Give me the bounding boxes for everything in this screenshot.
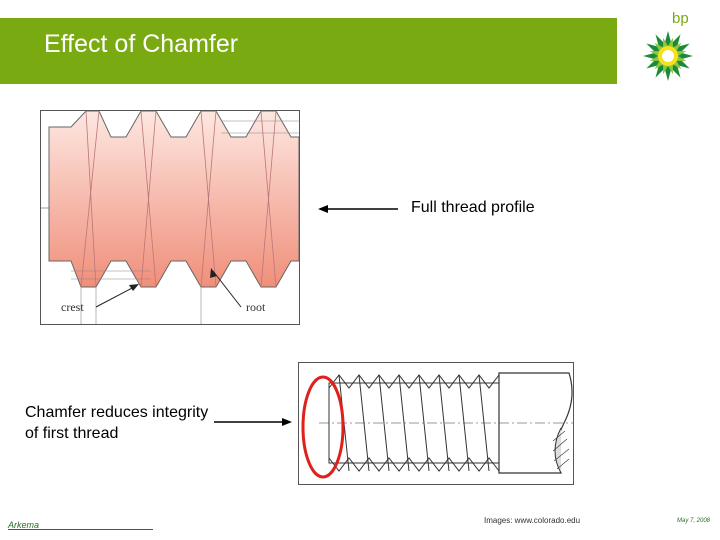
chamfer-label: Chamfer reduces integrity of first threa… bbox=[25, 404, 209, 442]
footer-date: May 7, 2008 bbox=[677, 518, 711, 524]
chamfer-highlight bbox=[301, 375, 345, 479]
thread-profile-figure: crest root bbox=[40, 110, 300, 325]
arrow-right-icon bbox=[214, 418, 292, 426]
footer-image-credit: Images: www.colorado.edu bbox=[484, 516, 581, 525]
footer-company: Arkema bbox=[8, 520, 40, 530]
chamfered-bolt-drawing bbox=[301, 372, 573, 479]
bp-logo-icon bbox=[643, 31, 693, 81]
title-bar bbox=[0, 18, 617, 84]
chamfered-bolt-figure bbox=[298, 362, 574, 485]
thread-profile-drawing: crest root bbox=[41, 110, 300, 324]
crest-label: crest bbox=[61, 300, 84, 314]
slide-title: Effect of Chamfer bbox=[44, 30, 239, 58]
arrow-left-icon bbox=[318, 205, 398, 213]
root-label: root bbox=[246, 300, 266, 314]
bp-wordmark: bp bbox=[672, 10, 689, 27]
footer-divider bbox=[8, 529, 153, 530]
full-thread-label: Full thread profile bbox=[411, 199, 535, 216]
